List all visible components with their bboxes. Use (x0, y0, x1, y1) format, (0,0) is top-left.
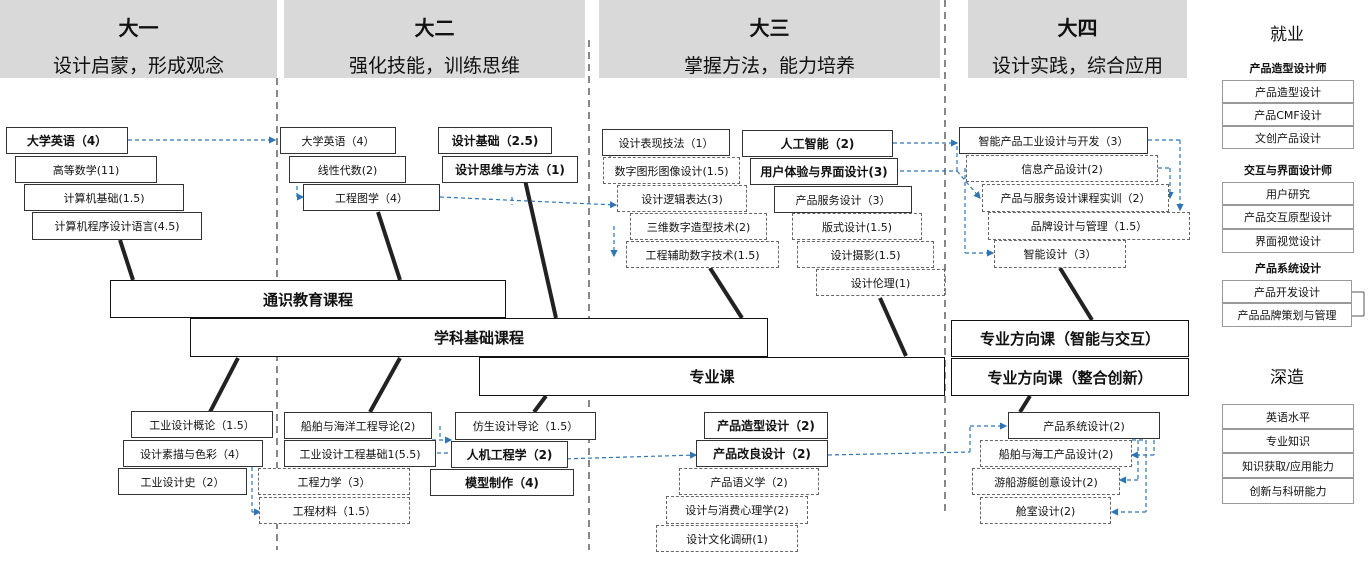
foundation-courses-bar: 学科基础课程 (190, 318, 768, 357)
year3-title: 大三 (749, 16, 790, 40)
career-item: 界面视觉设计 (1222, 229, 1354, 253)
general-education-bar: 通识教育课程 (110, 280, 506, 318)
course-box: 设计摄影(1.5) (797, 241, 934, 268)
course-box: 设计素描与色彩（4） (123, 440, 263, 467)
course-box: 三维数字造型技术(2) (630, 213, 767, 240)
year1-subtitle: 设计启蒙，形成观念 (52, 55, 224, 77)
course-box: 工程图学（4） (303, 184, 440, 211)
course-box: 产品系统设计(2) (1008, 412, 1160, 439)
group-title: 交互与界面设计师 (1244, 164, 1332, 177)
course-box: 信息产品设计(2) (966, 155, 1158, 182)
course-box: 设计与消费心理学(2) (666, 496, 808, 524)
career-item: 产品造型设计 (1222, 80, 1354, 103)
major-courses-bar: 专业课 (479, 357, 945, 396)
course-box: 船舶与海洋工程导论(2) (284, 412, 432, 439)
course-box: 智能设计（3） (994, 240, 1126, 268)
course-box: 线性代数(2) (289, 156, 406, 183)
year4-subtitle: 设计实践，综合应用 (991, 55, 1163, 77)
direction-intelligence-bar: 专业方向课（智能与交互） (951, 320, 1189, 357)
course-box: 船舶与海工产品设计(2) (980, 440, 1132, 467)
year3-header: 大三 掌握方法，能力培养 (599, 0, 940, 78)
year4-header: 大四 设计实践，综合应用 (968, 0, 1187, 78)
course-box: 设计伦理(1) (816, 269, 945, 296)
year1-header: 大一 设计启蒙，形成观念 (0, 0, 277, 78)
course-box: 高等数学(11) (15, 156, 157, 183)
course-box: 人机工程学（2) (451, 441, 568, 468)
course-box: 产品与服务设计课程实训（2） (982, 184, 1169, 212)
further-study-title: 深造 (1270, 368, 1304, 388)
course-box: 设计思维与方法（1) (442, 156, 578, 183)
course-box: 产品改良设计（2) (696, 440, 828, 467)
career-item: 产品CMF设计 (1222, 103, 1354, 126)
course-box: 仿生设计导论（1.5） (455, 412, 596, 440)
employment-title: 就业 (1270, 25, 1304, 45)
year2-title: 大二 (414, 16, 455, 40)
study-item: 英语水平 (1222, 404, 1354, 429)
course-box: 大学英语（4） (6, 127, 128, 154)
course-box: 工业设计工程基础1(5.5) (284, 440, 436, 467)
career-item: 用户研究 (1222, 182, 1354, 205)
year2-subtitle: 强化技能，训练思维 (348, 55, 520, 77)
course-box: 游船游艇创意设计(2) (972, 468, 1120, 495)
career-item: 产品品牌策划与管理 (1222, 303, 1352, 327)
study-item: 专业知识 (1222, 429, 1354, 453)
group-title: 产品系统设计 (1255, 262, 1321, 275)
course-box: 设计基础（2.5) (438, 127, 552, 154)
course-box: 模型制作（4) (430, 469, 574, 496)
direction-integration-bar: 专业方向课（整合创新） (951, 358, 1189, 396)
course-box: 数字图形图像设计(1.5) (603, 157, 740, 184)
course-box: 工程辅助数字技术(1.5) (626, 241, 779, 268)
career-item: 产品开发设计 (1222, 280, 1352, 303)
study-item: 创新与科研能力 (1222, 478, 1354, 504)
course-box: 设计逻辑表达(3) (617, 185, 747, 212)
course-box: 设计文化调研(1) (656, 525, 798, 552)
course-box: 计算机程序设计语言(4.5) (32, 212, 202, 240)
course-box: 产品语义学（2) (679, 468, 819, 495)
course-box: 版式设计(1.5) (792, 213, 922, 240)
course-box: 工业设计史（2） (118, 468, 247, 495)
course-box: 产品造型设计（2) (704, 412, 828, 439)
course-box: 工程材料（1.5） (259, 497, 410, 524)
course-box: 用户体验与界面设计(3) (750, 158, 898, 185)
course-box: 产品服务设计（3） (774, 186, 912, 213)
course-box: 舱室设计(2) (980, 497, 1111, 524)
course-box: 人工智能（2) (742, 130, 893, 157)
course-box: 工程力学（3） (258, 468, 410, 495)
course-box: 设计表现技法（1） (602, 129, 730, 156)
course-box: 智能产品工业设计与开发（3） (959, 127, 1148, 154)
course-box: 计算机基础(1.5) (24, 184, 184, 211)
year2-header: 大二 强化技能，训练思维 (284, 0, 585, 78)
year4-title: 大四 (1057, 16, 1098, 40)
year1-title: 大一 (118, 16, 159, 40)
year3-subtitle: 掌握方法，能力培养 (683, 55, 855, 77)
course-box: 大学英语（4） (280, 127, 396, 154)
course-box: 品牌设计与管理（1.5） (988, 212, 1190, 240)
career-item: 产品交互原型设计 (1222, 205, 1354, 229)
course-box: 工业设计概论（1.5） (131, 411, 273, 438)
group-title: 产品造型设计师 (1249, 62, 1327, 75)
study-item: 知识获取/应用能力 (1222, 453, 1354, 478)
career-item: 文创产品设计 (1222, 126, 1354, 149)
